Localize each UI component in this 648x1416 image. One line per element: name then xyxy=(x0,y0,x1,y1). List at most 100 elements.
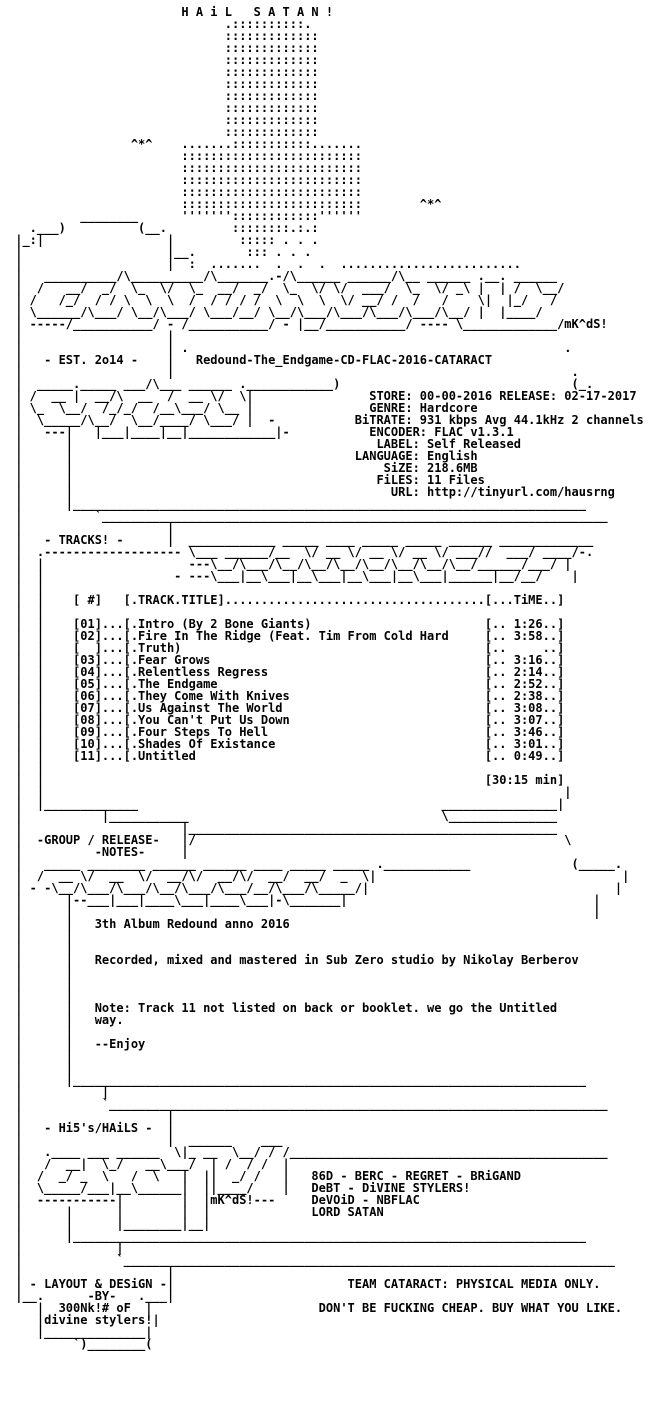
nfo-line: | | [09]...[.Four Steps To Hell [.. 3:46… xyxy=(8,725,565,739)
nfo-line: |_:| | ::::: . . . xyxy=(8,233,319,247)
nfo-line: | | xyxy=(8,989,74,1003)
nfo-line: | | xyxy=(8,761,45,775)
nfo-line: | | xyxy=(8,1109,175,1123)
nfo-line: | | SiZE: 218.6MB xyxy=(8,461,478,475)
nfo-line: | | xyxy=(8,1265,175,1279)
nfo-line: ::::::::::::::::::::::::: xyxy=(8,173,363,187)
nfo-line: | / __| \_/ __\___/ | / / / | xyxy=(8,1157,290,1171)
nfo-line: | - LAYOUT & DESiGN -| TEAM CATARACT: PH… xyxy=(8,1277,601,1291)
nfo-line: | | . . xyxy=(8,341,572,355)
nfo-line: .::::::::::. xyxy=(8,17,312,31)
nfo-line: | | xyxy=(8,1049,74,1063)
nfo-line: | | xyxy=(8,1085,110,1099)
nfo-line: | _____ ________ ______ ______ ____ ____… xyxy=(8,857,623,871)
nfo-line: | | xyxy=(8,1241,124,1255)
nfo-line: | / __ | __/\ __ / __ \/ \| STORE: 00-00… xyxy=(8,389,637,403)
nfo-line: | .------------------- \___ ______/__ \/… xyxy=(8,545,594,559)
nfo-line: | | . xyxy=(8,365,579,379)
nfo-line: | | [02]...[.Fire In The Ridge (Feat. Ti… xyxy=(8,629,565,643)
nfo-line: ::::::::::::: xyxy=(8,125,319,139)
nfo-line: | | | xyxy=(8,905,601,919)
nfo-line: | / __ \/ __ \/ __/\/ __/\/ __/ __/ _ \|… xyxy=(8,869,630,883)
nfo-line: | | 3th Album Redound anno 2016 xyxy=(8,917,290,931)
nfo-line: ::::::::::::: xyxy=(8,113,319,127)
nfo-line: | | xyxy=(8,929,74,943)
nfo-line: | / __/ _/ \_ \/ \_ __/ _/ \_ \/ \/ ___/… xyxy=(8,281,565,295)
nfo-line: | | xyxy=(8,965,74,979)
nfo-line: | | [10]...[.Shades Of Existance [.. 3:0… xyxy=(8,737,565,751)
nfo-line: | | xyxy=(8,329,175,343)
nfo-line: | | ______ ___ xyxy=(8,1133,283,1147)
nfo-line: | |_____________________________________… xyxy=(8,1229,586,1243)
nfo-line: | - TRACKS! - | ____________ _____ ____ … xyxy=(8,533,594,547)
nfo-line: ::::::::::::: xyxy=(8,65,319,79)
nfo-line: | 300Nk!# oF | DON'T BE FUCKING CHEAP. B… xyxy=(8,1301,623,1315)
nfo-line: | |--___|___|____\___|____\___|-\_______… xyxy=(8,893,601,907)
nfo-line: | | [30:15 min] xyxy=(8,773,565,787)
nfo-line: | | [05]...[.The Endgame [.. 2:52..] xyxy=(8,677,565,691)
nfo-line: | | xyxy=(8,941,74,955)
nfo-text-block: H A i L S A T A N ! .::::::::::. :::::::… xyxy=(8,5,644,1350)
nfo-line: | | xyxy=(8,605,45,619)
nfo-line: | - Hi5's/HAiLS - | xyxy=(8,1121,175,1135)
nfo-line: | | LANGUAGE: English xyxy=(8,449,478,463)
nfo-line: | | LABEL: Self Released xyxy=(8,437,521,451)
nfo-line: ::::::::::::::::::::::::: ^*^ xyxy=(8,197,442,211)
nfo-line: ::::::::::::::::::::::::: xyxy=(8,185,363,199)
nfo-line: | | URL: http://tinyurl.com/hausrng xyxy=(8,485,615,499)
nfo-line: | \_____/\__/ \__/____/ \___/ | - BiTRAT… xyxy=(8,413,644,427)
nfo-line: | | [ #] [.TRACK.TITLE].................… xyxy=(8,593,565,607)
nfo-line: H A i L S A T A N ! xyxy=(8,5,334,19)
nfo-line: | | --Enjoy xyxy=(8,1037,146,1051)
nfo-line: ::::::::::::: xyxy=(8,53,319,67)
nfo-line: ::::::::::::: xyxy=(8,101,319,115)
nfo-line: | \______/\___/ \__/\___/ \___/__/ \__/\… xyxy=(8,305,543,319)
nfo-line: | -----/___________/ - /___________/ - |… xyxy=(8,317,608,331)
nfo-line: | / /_/ / / \ \ \ / / / / / \ \ \ \/ __/… xyxy=(8,293,558,307)
nfo-line: ::::::::::::::::::::::::: xyxy=(8,149,363,163)
nfo-line: | | [ ]...[.Truth) [.. ..] xyxy=(8,641,565,655)
nfo-line: | | : ....... . . . ....................… xyxy=(8,257,521,271)
nfo-line: | - EST. 2o14 - | Redound-The_Endgame-CD… xyxy=(8,353,493,367)
nfo-line: | | [06]...[.They Come With Knives [.. 2… xyxy=(8,689,565,703)
nfo-line: | `_____________________________________… xyxy=(8,509,608,523)
nfo-line: | | way. xyxy=(8,1013,124,1027)
nfo-line: | | | xyxy=(8,785,572,799)
nfo-line: ::::::::::::: xyxy=(8,77,319,91)
nfo-line: | `_____________________________________… xyxy=(8,1253,615,1267)
nfo-line: | | - ---\___|__\___|__\___|__\___|__\__… xyxy=(8,569,579,583)
nfo-line: ::::::::::::::::::::::::: xyxy=(8,161,363,175)
nfo-line: | | xyxy=(8,1061,74,1075)
nfo-line: | | | | | LORD SATAN xyxy=(8,1205,384,1219)
nfo-line: | | [07]...[.Us Against The World [.. 3:… xyxy=(8,701,565,715)
nfo-line: .___) (__. ::::::::.:.: xyxy=(8,221,319,235)
nfo-line: | | [04]...[.Relentless Regress [.. 2:14… xyxy=(8,665,565,679)
nfo-line: ^*^ .......:::::::::::....... xyxy=(8,137,363,151)
nfo-line: ::::::::::::: xyxy=(8,89,319,103)
nfo-line: | _____._____ ___/\___ ______ ._________… xyxy=(8,377,594,391)
nfo-line: | | Recorded, mixed and mastered in Sub … xyxy=(8,953,579,967)
nfo-line: | | ---\__/\___/\__/\__/\__/\__/\__/\__/… xyxy=(8,557,572,571)
nfo-line: | |_____________________________________… xyxy=(8,821,558,835)
nfo-line: | -GROUP / RELEASE- |/ \ xyxy=(8,833,572,847)
nfo-line: |______________| xyxy=(8,1325,153,1339)
nfo-line: ::::::::::::: xyxy=(8,41,319,55)
nfo-line: | | |________|__| xyxy=(8,1217,211,1231)
nfo-line: | | xyxy=(8,521,175,535)
nfo-line: | |_____________________________________… xyxy=(8,1073,586,1087)
nfo-line: | \_ \__/ /_/_/ /__\___/ \__ | GENRE: Ha… xyxy=(8,401,478,415)
nfo-line: | | [01]...[.Intro (By 2 Bone Giants) [.… xyxy=(8,617,565,631)
nfo-line: | | FiLES: 11 Files xyxy=(8,473,485,487)
nfo-line: | -----------| | |mK^dS!--- DeVOiD - NBF… xyxy=(8,1193,420,1207)
nfo-line: ________ '''''''::::::::::::'''''' xyxy=(8,209,363,223)
nfo-line: | `_____________________________________… xyxy=(8,1097,608,1111)
nfo-line: | | xyxy=(8,977,74,991)
nfo-line: | ---| |___|____|__|____________|- ENCOD… xyxy=(8,425,514,439)
nfo-line: |divine stylers!| xyxy=(8,1313,160,1327)
nfo-line: | | [08]...[.You Can't Put Us Down [.. 3… xyxy=(8,713,565,727)
nfo-line: | |_____________ ________________| xyxy=(8,797,565,811)
nfo-line: | |___________ \_______________ xyxy=(8,809,558,823)
nfo-line: | | xyxy=(8,581,45,595)
nfo-line: | .____ ___ ______ \|_ __ \__/ / /______… xyxy=(8,1145,608,1159)
nfo-line: | -NOTES- | xyxy=(8,845,189,859)
